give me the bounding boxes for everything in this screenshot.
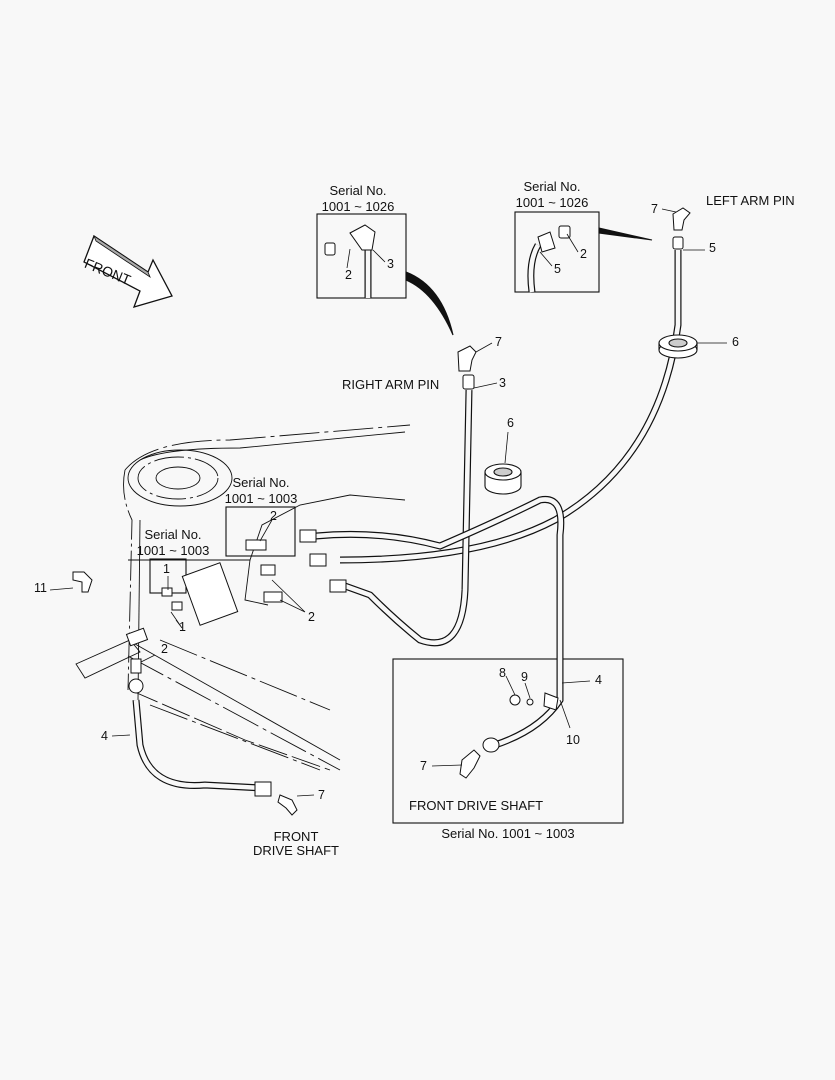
inset-left-arm-range: 1001 ~ 1026 bbox=[515, 195, 589, 210]
callout-1-below: 1 bbox=[179, 620, 186, 634]
hose-left-inset bbox=[527, 243, 542, 293]
front-arrow bbox=[83, 234, 173, 308]
callout-2-right-inset: 2 bbox=[345, 268, 352, 282]
right-arm-pin-label: RIGHT ARM PIN bbox=[342, 377, 440, 392]
callout-2-left-inset: 2 bbox=[580, 247, 587, 261]
hose-center bbox=[315, 495, 565, 749]
callout-6-upper: 6 bbox=[732, 335, 739, 349]
callout-9: 9 bbox=[521, 670, 528, 684]
hose-front-drive bbox=[132, 699, 263, 792]
callout-6-mid: 6 bbox=[507, 416, 514, 430]
grommet-upper bbox=[658, 334, 698, 359]
inset-box-left-arm bbox=[514, 211, 600, 293]
inset-mid-title: Serial No. bbox=[232, 475, 290, 490]
callout-3-right-arm: 3 bbox=[499, 376, 506, 390]
callout-5-left-inset: 5 bbox=[554, 262, 561, 276]
pointer-wedge-left bbox=[598, 227, 653, 241]
callout-1-small-inset: 1 bbox=[163, 562, 170, 576]
callout-7-left-top: 7 bbox=[651, 202, 658, 216]
callout-7-bottom-inset: 7 bbox=[420, 759, 427, 773]
callout-11: 11 bbox=[34, 581, 47, 595]
inset-bottom-caption: Serial No. 1001 ~ 1003 bbox=[441, 826, 575, 841]
grommet-mid bbox=[484, 463, 522, 495]
inset-right-arm-title: Serial No. bbox=[329, 183, 387, 198]
callout-10: 10 bbox=[566, 733, 580, 747]
front-drive-shaft-label-2: DRIVE SHAFT bbox=[253, 843, 339, 858]
front-drive-shaft-label-1: FRONT bbox=[273, 829, 319, 844]
left-arm-pin-label: LEFT ARM PIN bbox=[706, 193, 795, 208]
inset-small-range: 1001 ~ 1003 bbox=[136, 543, 210, 558]
callout-7-bottom: 7 bbox=[318, 788, 325, 802]
pointer-wedge-right bbox=[405, 271, 454, 336]
hose-right-arm bbox=[343, 389, 473, 647]
callout-3-right-inset: 3 bbox=[387, 257, 394, 271]
inset-mid-range: 1001 ~ 1003 bbox=[224, 491, 298, 506]
hose-left-arm bbox=[339, 250, 682, 564]
inset-left-arm-title: Serial No. bbox=[523, 179, 581, 194]
leader-lines bbox=[49, 208, 727, 797]
inset-box-bottom bbox=[392, 658, 624, 824]
inset-box-right-arm bbox=[316, 213, 407, 299]
callout-5-left-top: 5 bbox=[709, 241, 716, 255]
inset-bottom-inner-label: FRONT DRIVE SHAFT bbox=[409, 798, 544, 813]
callout-2-left-low: 2 bbox=[161, 642, 168, 656]
callout-2-mid-inset: 2 bbox=[270, 509, 277, 523]
inset-small-title: Serial No. bbox=[144, 527, 202, 542]
machine-outline bbox=[75, 424, 411, 771]
inset-right-arm-range: 1001 ~ 1026 bbox=[321, 199, 395, 214]
callout-2-fittings: 2 bbox=[308, 610, 315, 624]
callout-8: 8 bbox=[499, 666, 506, 680]
callout-7-right-arm: 7 bbox=[495, 335, 502, 349]
callout-4-bottom-inset: 4 bbox=[595, 673, 602, 687]
callout-4-left: 4 bbox=[101, 729, 108, 743]
fittings bbox=[72, 207, 691, 816]
inset-box-mid bbox=[225, 506, 296, 557]
